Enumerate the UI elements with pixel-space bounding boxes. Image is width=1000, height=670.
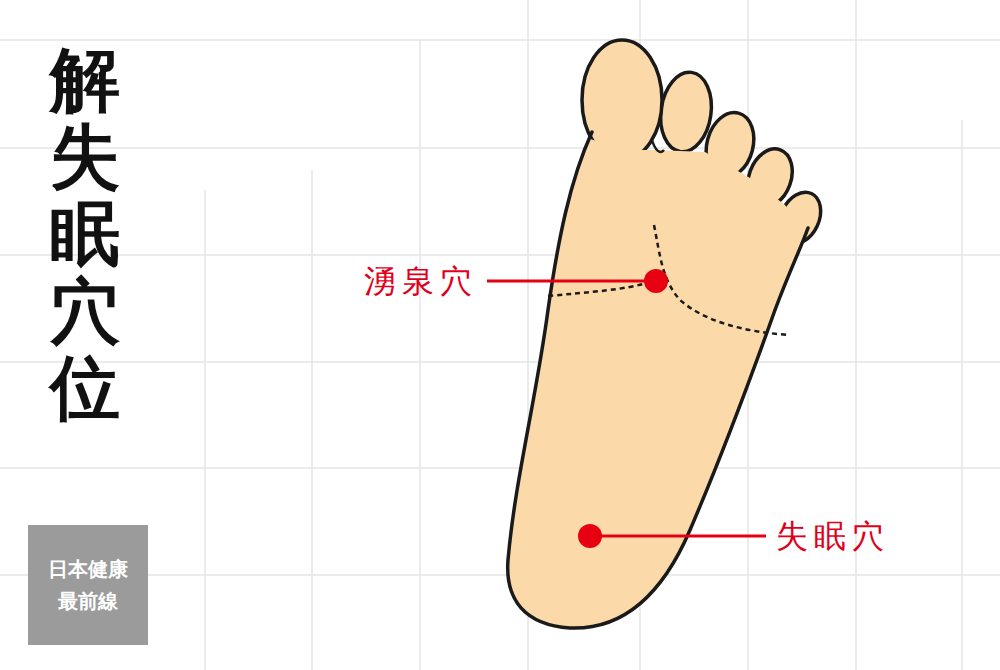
leader-lines <box>487 281 766 536</box>
vertical-title: 解失眠穴位 <box>50 42 120 427</box>
acupoint-dots <box>578 269 668 548</box>
acupoint-label: 湧泉穴 <box>364 265 478 297</box>
watermark-text: 日本健康 最前線 <box>43 553 133 617</box>
acupoint-label: 失眠穴 <box>776 520 890 552</box>
toe-crease <box>652 140 664 152</box>
sole-fill <box>508 138 806 628</box>
sole-outline <box>508 132 808 628</box>
watermark-box: 日本健康 最前線 <box>28 525 148 645</box>
